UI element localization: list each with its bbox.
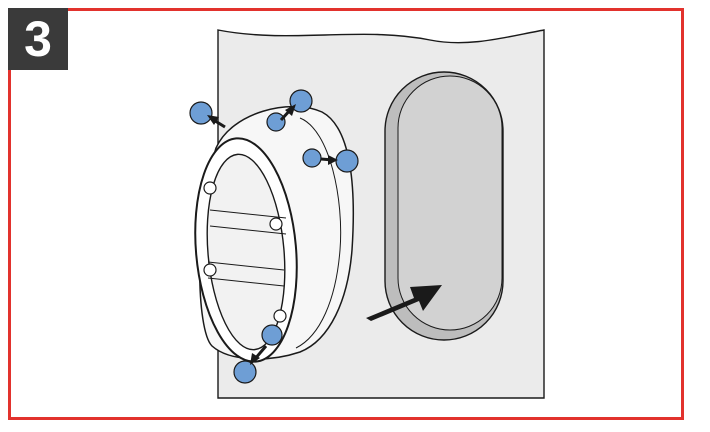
wall-cutout bbox=[384, 71, 504, 341]
mounting-cap-icon bbox=[289, 89, 313, 113]
mounting-cap-icon bbox=[233, 360, 257, 384]
mounting-box bbox=[194, 105, 355, 363]
mounting-cap-icon bbox=[302, 148, 322, 168]
insert-arrow-icon bbox=[366, 285, 442, 321]
mounting-cap-icon bbox=[189, 101, 213, 125]
arrow-icon bbox=[320, 155, 338, 165]
mounting-cap-icon bbox=[266, 112, 286, 132]
arrow-icon bbox=[250, 345, 268, 365]
arrow-icon bbox=[279, 104, 296, 122]
figure-frame bbox=[8, 8, 684, 420]
mounting-cap-icon bbox=[261, 324, 283, 346]
step-number-badge: 3 bbox=[8, 8, 68, 70]
arrow-icon bbox=[207, 115, 226, 129]
